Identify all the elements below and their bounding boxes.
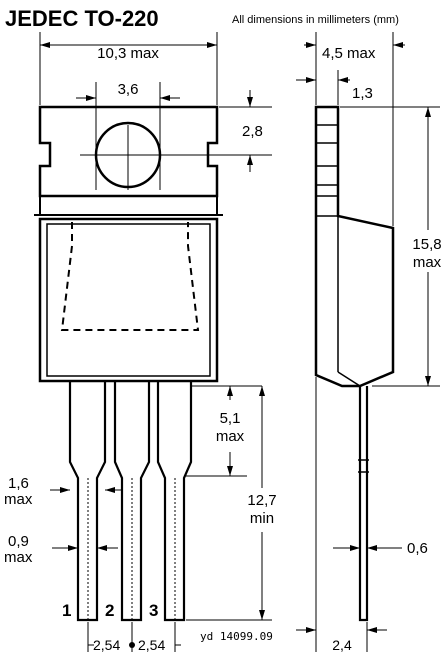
- side-view: [314, 105, 395, 622]
- dim-body-width: 10,3 max: [97, 45, 159, 62]
- lead-1: [68, 381, 107, 622]
- dim-package-thickness: 4,5 max: [322, 45, 376, 62]
- side-lead: [358, 386, 369, 622]
- body-bevel: [46, 223, 211, 377]
- lead-3: [156, 381, 193, 622]
- pin-2-label: 2: [105, 601, 114, 620]
- dim-hole-diameter: 3,6: [118, 81, 139, 98]
- dim-lead-wide-suffix: max: [4, 491, 33, 508]
- dim-lead-length-value: 12,7: [247, 492, 276, 509]
- dim-tab-thickness: 1,3: [352, 85, 373, 102]
- dim-lead-length-suffix: min: [250, 510, 274, 527]
- dim-pitch-right: 2,54: [138, 637, 165, 653]
- subtitle: All dimensions in millimeters (mm): [232, 14, 399, 26]
- molded-body: [38, 217, 219, 383]
- lead-2: [113, 381, 151, 622]
- dim-lead-wide-value: 1,6: [8, 475, 29, 492]
- title: JEDEC TO-220: [5, 6, 159, 31]
- dim-lead-thickness: 0,6: [407, 540, 428, 557]
- dim-lead-narrow-value: 0,9: [8, 533, 29, 550]
- dim-lead-shoulder-value: 5,1: [220, 410, 241, 427]
- side-dimensions: 4,5 max 1,3 15,8 max 0,6 2,4: [296, 32, 442, 653]
- dim-lead-shoulder-suffix: max: [216, 428, 245, 445]
- side-profile: [314, 105, 395, 388]
- front-dimensions: 10,3 max 3,6 2,8 5,1 max 12,7: [4, 32, 277, 653]
- dim-hole-offset: 2,8: [242, 123, 263, 140]
- die-pad-hidden: [60, 222, 200, 331]
- pin-1-label: 1: [62, 601, 71, 620]
- drawing-code: yd 14099.09: [200, 630, 273, 643]
- pin-3-label: 3: [149, 601, 158, 620]
- dim-package-height-value: 15,8: [412, 236, 441, 253]
- dim-pitch-left: 2,54: [93, 637, 120, 653]
- dim-lead-narrow-suffix: max: [4, 549, 33, 566]
- dim-package-height-suffix: max: [413, 254, 442, 271]
- dim-side-lead-offset: 2,4: [332, 637, 352, 653]
